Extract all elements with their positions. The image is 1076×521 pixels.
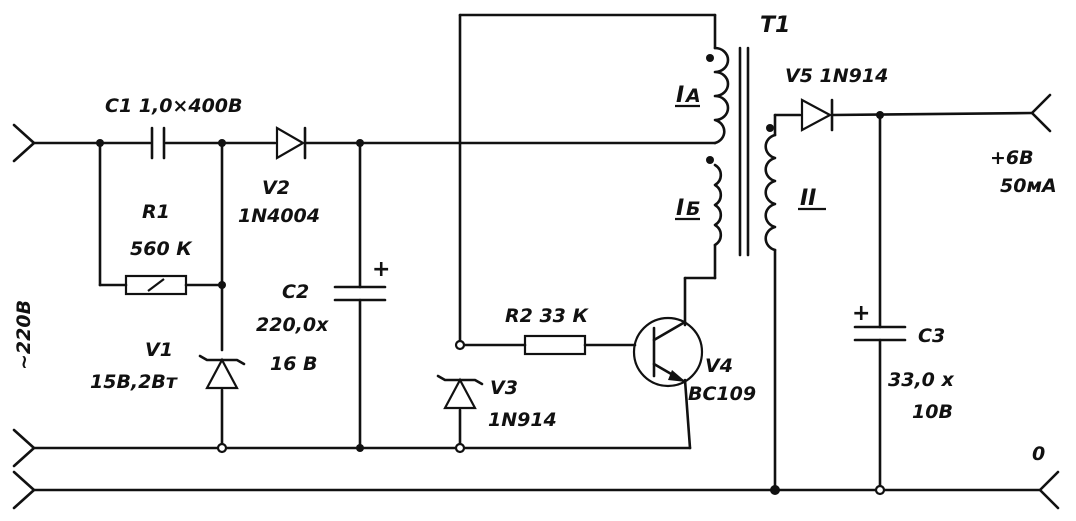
ground-terminal-left [12, 470, 36, 510]
winding-ib-sub: Б [686, 198, 700, 220]
v1-name: V1 [145, 339, 173, 361]
v4-name: V4 [705, 355, 733, 377]
winding-ib-label: I [676, 196, 684, 221]
c2-plus: + [372, 257, 390, 282]
c3-voltage: 10В [912, 401, 953, 423]
c2-voltage: 16 В [270, 353, 318, 375]
zener-v1 [198, 354, 246, 390]
c2-value: 220,0х [256, 314, 329, 336]
v5-label: V5 1N914 [785, 65, 888, 87]
resistor-r1 [124, 274, 188, 296]
junction-nodes [96, 111, 886, 496]
zener-v3 [436, 374, 484, 410]
v4-type: BC109 [688, 383, 756, 405]
diode-v5 [800, 98, 834, 132]
input-voltage-label: ~220В [13, 300, 35, 370]
c3-name: С3 [918, 325, 945, 347]
transformer-t1 [706, 46, 777, 257]
v3-type: 1N914 [488, 409, 557, 431]
c3-value: 33,0 х [888, 369, 954, 391]
transistor-v4 [632, 316, 704, 388]
winding-ia-label: I [676, 83, 684, 108]
v2-name: V2 [262, 177, 290, 199]
r1-value: 560 К [130, 238, 193, 260]
winding-ii-label: II [800, 186, 816, 211]
v2-type: 1N4004 [238, 205, 320, 227]
v1-type: 15В,2Вт [90, 371, 178, 393]
output-voltage: +6В [990, 147, 1034, 169]
r2-label: R2 33 К [505, 305, 590, 327]
r1-name: R1 [142, 201, 170, 223]
c2-name: С2 [282, 281, 309, 303]
output-terminal [1030, 93, 1052, 133]
capacitor-c2 [333, 285, 387, 302]
c1-label: C1 1,0×400В [105, 95, 243, 117]
ground-label: 0 [1032, 443, 1045, 465]
t1-label: Т1 [760, 13, 790, 38]
ground-terminal-right [1038, 470, 1060, 510]
capacitor-c1 [150, 126, 166, 160]
resistor-r2 [523, 334, 587, 356]
input-terminal-top [12, 123, 36, 163]
input-terminal-bottom [12, 428, 36, 468]
winding-ia-sub: А [684, 85, 701, 107]
v3-name: V3 [490, 377, 518, 399]
diode-v2 [275, 126, 307, 160]
wires [32, 13, 1042, 492]
c3-plus: + [852, 301, 870, 326]
output-current: 50мА [1000, 175, 1057, 197]
capacitor-c3 [853, 325, 907, 342]
